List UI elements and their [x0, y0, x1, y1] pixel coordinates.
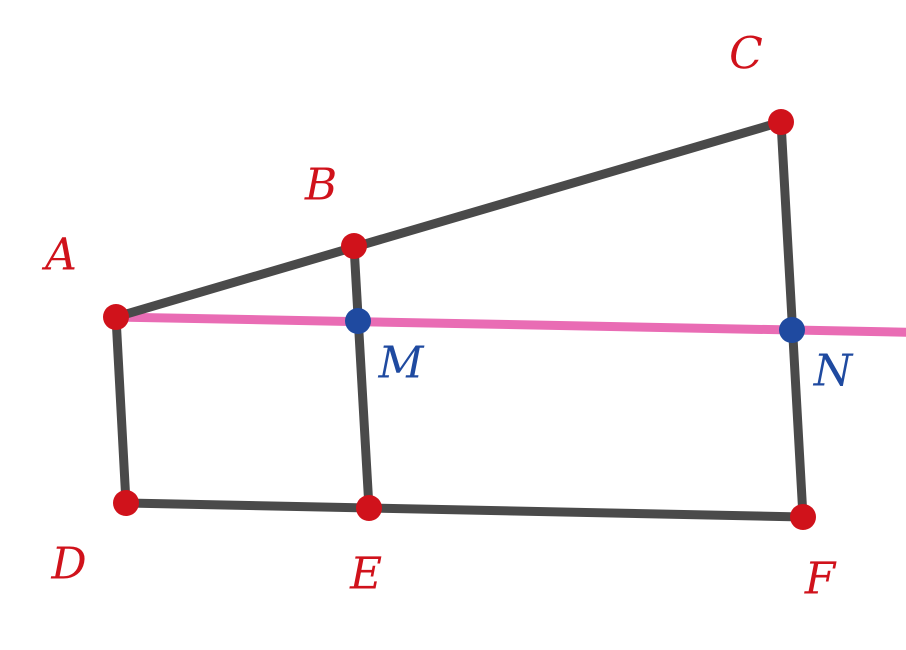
labels-layer: A B C D E F M N [41, 29, 854, 605]
line-an [111, 312, 906, 337]
label-f: F [804, 554, 837, 605]
label-a: A [41, 230, 77, 281]
label-d: D [50, 539, 86, 590]
segment-df [121, 498, 808, 522]
label-e: E [349, 549, 382, 600]
point-d [113, 490, 139, 516]
point-m [345, 308, 371, 334]
point-e [356, 495, 382, 521]
segment-be [349, 241, 374, 513]
point-c [768, 109, 794, 135]
label-m: M [377, 338, 424, 389]
lines-layer [111, 312, 906, 337]
segment-ac [111, 117, 786, 322]
point-a [103, 304, 129, 330]
label-b: B [304, 160, 337, 211]
segment-ad [111, 312, 131, 508]
label-c: C [729, 29, 763, 80]
point-f [790, 504, 816, 530]
point-n [779, 317, 805, 343]
point-b [341, 233, 367, 259]
label-n: N [813, 346, 854, 397]
points-layer [103, 109, 816, 530]
